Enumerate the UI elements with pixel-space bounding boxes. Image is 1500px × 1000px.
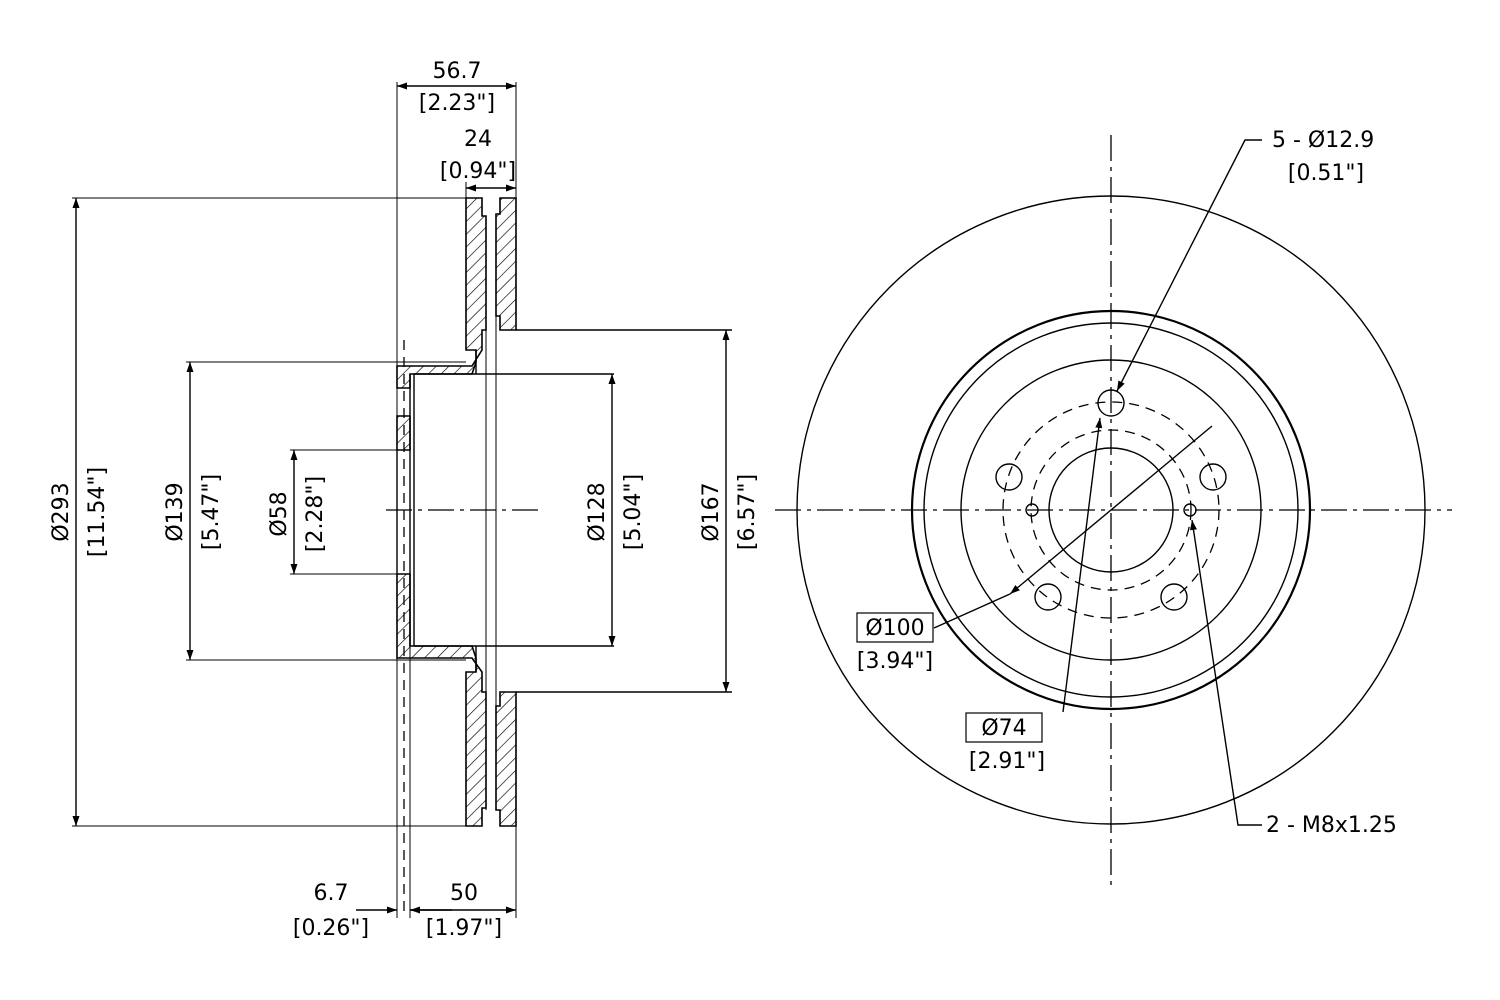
center-bore-label: Ø58 — [267, 491, 292, 536]
inner-plate-upper-section — [495, 197, 517, 331]
hat-height-label: 50 — [450, 881, 478, 906]
inner-plate-lower-section — [495, 691, 517, 827]
front-view-labels: 5 - Ø12.9 [0.51"] Ø100 [3.94"] Ø74 [2.91… — [857, 128, 1397, 838]
inner-hat-diameter-label: Ø128 — [585, 482, 610, 541]
outer-diameter-inch-label: [11.54"] — [85, 467, 110, 557]
outer-diameter-label: Ø293 — [49, 482, 74, 541]
hat-height-inch-label: [1.97"] — [426, 916, 502, 941]
bolt-circle-label-box — [856, 612, 934, 643]
pilot-diameter-label-box — [965, 712, 1043, 743]
overall-width-label: 56.7 — [433, 59, 482, 84]
side-view-labels: 56.7 [2.23"] 24 [0.94"] Ø293 [11.54"] Ø1… — [49, 59, 760, 941]
side-section-view — [72, 82, 732, 918]
hat-face-thickness-label: 6.7 — [314, 881, 349, 906]
bolt-hole — [1199, 463, 1227, 491]
friction-inner-diameter-label: Ø167 — [699, 482, 724, 541]
overall-width-inch-label: [2.23"] — [419, 91, 495, 116]
pilot-diameter-label: Ø74 — [981, 716, 1026, 741]
pilot-diameter-inch-label: [2.91"] — [969, 749, 1045, 774]
bolt-hole — [1034, 583, 1062, 611]
bolt-circle-label: Ø100 — [865, 616, 924, 641]
bolt-holes-label: 5 - Ø12.9 — [1272, 128, 1374, 153]
bolt-hole — [995, 463, 1023, 491]
outer-plate-upper-section — [396, 197, 487, 389]
front-view — [775, 135, 1452, 888]
bolt-holes-inch-label: [0.51"] — [1288, 161, 1364, 186]
bolt-circle-inch-label: [3.94"] — [857, 649, 933, 674]
bolt-hole — [1160, 583, 1188, 611]
threaded-holes-label: 2 - M8x1.25 — [1266, 813, 1397, 838]
hat-diameter-inch-label: [5.47"] — [199, 474, 224, 550]
hat-diameter-label: Ø139 — [163, 482, 188, 541]
friction-inner-diameter-inch-label: [6.57"] — [735, 474, 760, 550]
rotor-thickness-inch-label: [0.94"] — [440, 159, 516, 184]
hat-face-thickness-inch-label: [0.26"] — [293, 916, 369, 941]
inner-hat-diameter-inch-label: [5.04"] — [621, 474, 646, 550]
rotor-thickness-label: 24 — [464, 127, 492, 152]
center-bore-inch-label: [2.28"] — [303, 476, 328, 552]
